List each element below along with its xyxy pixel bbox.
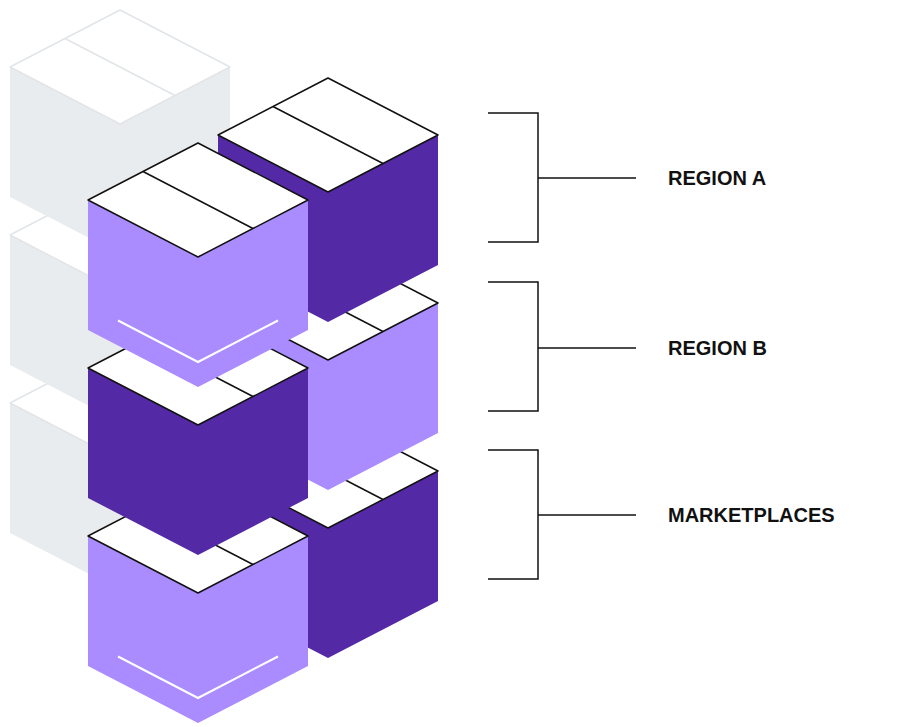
light-cube: [88, 143, 308, 387]
bracket: [488, 450, 636, 579]
region-label: REGION A: [668, 166, 766, 190]
bracket: [488, 282, 636, 411]
region-label: MARKETPLACES: [668, 503, 835, 527]
region-label: REGION B: [668, 336, 767, 360]
bracket: [488, 113, 636, 242]
